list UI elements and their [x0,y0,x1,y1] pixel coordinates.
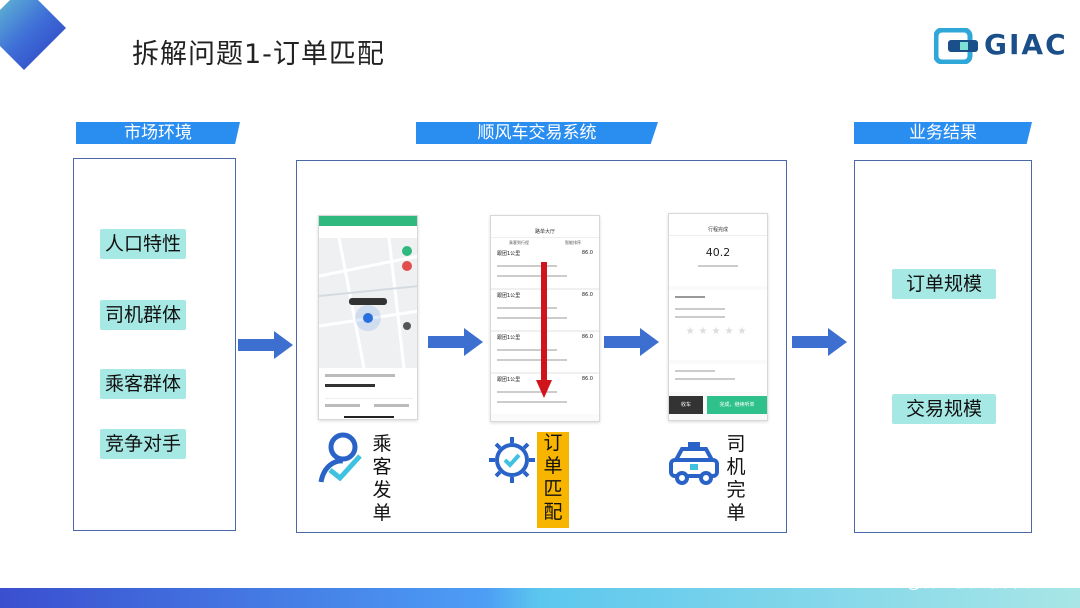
market-env-header: 市场环境 [76,122,240,144]
rating-block: ★★★★★ [669,290,767,360]
passenger-order-screenshot [318,215,418,420]
continue-button[interactable]: 完成，继续听单 [707,396,767,414]
order-row-title: 跟团1公里 [497,251,521,257]
page-title: 拆解问题1-订单匹配 [132,39,385,70]
order-row-price: 86.0 [581,376,593,382]
logo-text: GIAC [984,28,1068,61]
stop-button[interactable]: 收车 [669,396,703,414]
order-row-title: 跟团1公里 [497,377,521,383]
filter-sort[interactable]: 智能排序 [565,240,581,245]
gear-check-icon [489,437,535,483]
order-row-price: 86.0 [581,334,593,340]
tag-competitor: 竞争对手 [100,429,186,459]
business-result-panel [854,160,1032,533]
filter-bar: 乘客到行程 智能排序 [491,238,599,248]
status-bar [669,214,767,224]
status-bar [491,216,599,226]
trip-complete-title: 行程完成 [669,224,767,236]
market-env-panel [73,158,236,531]
watermark: @稀土掘金技术社区 [905,572,1058,592]
business-result-header: 业务结果 [854,122,1032,144]
order-row-price: 86.0 [581,250,593,256]
step-order-matching: 订单匹配 [537,432,569,528]
tip-block [669,364,767,392]
person-check-icon [318,432,362,483]
fare-amount: 40.2 [705,246,731,259]
tag-driver-group: 司机群体 [100,300,186,330]
tag-transaction-scale: 交易规模 [892,394,996,424]
rating-stars-icon[interactable]: ★★★★★ [685,326,751,337]
fare-block: 40.2 [669,236,767,286]
order-hall-title: 路单大厅 [491,226,599,238]
action-bar: 收车 完成，继续听单 [669,396,767,414]
arrow-right-icon [792,328,847,356]
tag-order-scale: 订单规模 [892,269,996,299]
step-passenger-order: 乘客发单 [372,433,392,524]
decorative-diamond [0,0,66,70]
filter-distance[interactable]: 乘客到行程 [509,240,529,245]
order-row-title: 跟团1公里 [497,293,521,299]
tag-passenger-group: 乘客群体 [100,369,186,399]
step-driver-complete: 司机完单 [726,433,746,524]
arrow-right-icon [428,328,483,356]
giac-logo-icon [934,28,978,64]
arrow-right-icon [604,328,659,356]
map-screen-image [319,216,417,419]
order-row-title: 跟团1公里 [497,335,521,341]
trading-system-header: 顺风车交易系统 [416,122,658,144]
red-down-arrow-icon [536,262,552,398]
tag-population: 人口特性 [100,229,186,259]
arrow-right-icon [238,331,293,359]
bottom-gradient-bar [0,588,1080,608]
order-row-price: 86.0 [581,292,593,298]
taxi-icon [669,442,719,485]
trip-complete-screenshot: 行程完成 40.2 ★★★★★ 收车 完成，继续听单 [668,213,768,421]
